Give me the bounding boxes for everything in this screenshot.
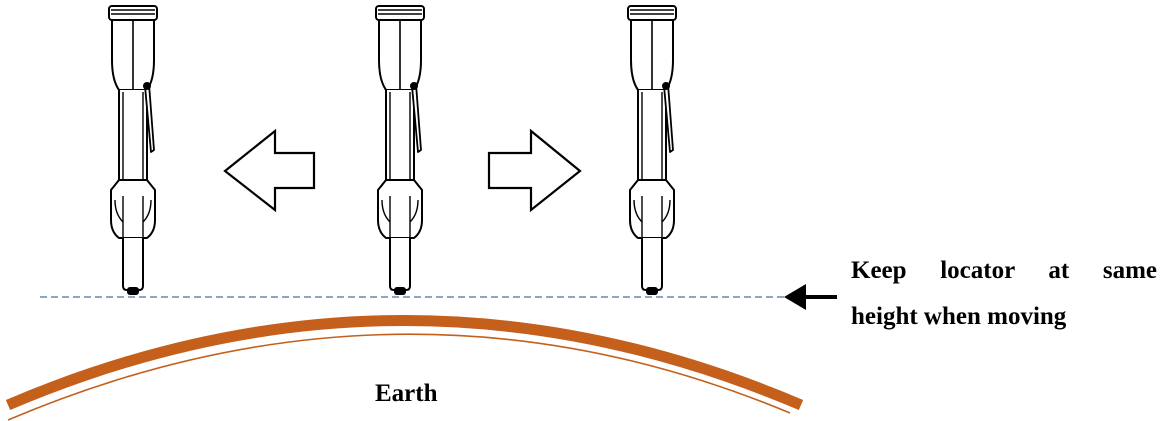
arrow-solid-left-icon: [784, 284, 837, 310]
locator-probe-left: [108, 5, 158, 296]
locator-probe-right: [627, 5, 677, 296]
annotation-line-2: height when moving: [851, 303, 1067, 330]
arrow-right-outline-icon: [487, 128, 582, 213]
annotation-line-1: Keep locator at same: [851, 257, 1157, 284]
locator-probe-center: [375, 5, 425, 296]
earth-label: Earth: [375, 380, 438, 407]
earth-surface: [5, 315, 804, 421]
arrow-left-outline-icon: [223, 128, 316, 213]
